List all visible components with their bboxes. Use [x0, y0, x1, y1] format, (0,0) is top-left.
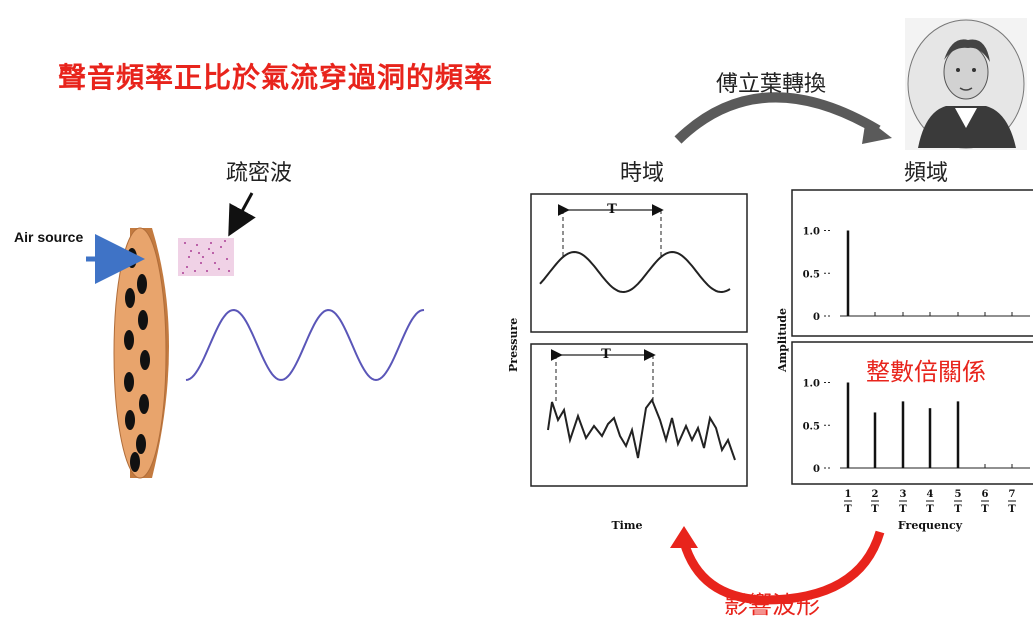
freq-tick-numerator: 3 — [900, 489, 907, 500]
integer-multiple-label: 整數倍關係 — [866, 358, 986, 386]
siren-disc — [113, 227, 169, 479]
freq-tick-numerator: 6 — [982, 489, 989, 500]
freq-box-top — [791, 189, 1033, 337]
time-waveform-pure — [539, 250, 731, 294]
freq-tick-denominator: T — [926, 504, 934, 515]
pressure-axis-label: Pressure — [507, 318, 520, 372]
y-tick-label: 0.5 — [803, 421, 820, 432]
freq-tick-numerator: 5 — [955, 489, 962, 500]
amplitude-axis-label: Amplitude — [776, 308, 789, 373]
sound-sine-wave — [185, 308, 425, 382]
period-label-bottom: T — [601, 347, 611, 362]
fourier-portrait — [905, 18, 1027, 150]
time-box-top — [530, 193, 748, 333]
pointer-arrow — [228, 192, 256, 237]
time-box-bottom — [530, 343, 748, 487]
y-tick-label: 1.0 — [803, 227, 820, 238]
time-waveform-complex — [547, 397, 736, 461]
frequency-axis-label: Frequency — [898, 519, 963, 532]
freq-tick-denominator: T — [844, 504, 852, 515]
freq-tick-denominator: T — [981, 504, 989, 515]
time-domain-label: 時域 — [620, 161, 665, 186]
freq-tick-denominator: T — [954, 504, 962, 515]
freq-tick-denominator: T — [1008, 504, 1016, 515]
page-title: 聲音頻率正比於氣流穿過洞的頻率 — [58, 61, 494, 94]
period-label-top: T — [607, 202, 617, 217]
freq-box-bottom — [791, 341, 1033, 485]
freq-tick-numerator: 4 — [927, 489, 934, 500]
y-tick-label: 0 — [813, 312, 820, 323]
frequency-domain-label: 頻域 — [904, 161, 949, 186]
y-tick-label: 0.5 — [803, 269, 820, 280]
y-tick-label: 1.0 — [803, 379, 820, 390]
y-ticks-top: 1.0 0.5 0 — [803, 227, 832, 323]
freq-tick-numerator: 2 — [872, 489, 879, 500]
affect-waveform-label: 影響波形 — [724, 591, 820, 619]
fourier-arrow — [674, 92, 881, 144]
affect-arrow — [679, 530, 885, 605]
frequency-ticks: 1T 2T 3T 4T 5T 6T 7T — [844, 489, 1016, 515]
air-source-label: Air source — [14, 229, 84, 245]
freq-tick-denominator: T — [871, 504, 879, 515]
spectrum-top — [840, 230, 1030, 317]
freq-tick-numerator: 1 — [845, 489, 852, 500]
compression-wave-graphic — [178, 238, 234, 276]
freq-tick-numerator: 7 — [1009, 489, 1016, 500]
compression-wave-label: 疏密波 — [226, 161, 293, 186]
time-axis-label: Time — [611, 519, 642, 532]
y-tick-label: 0 — [813, 464, 820, 475]
fourier-transform-label: 傅立葉轉換 — [716, 72, 827, 97]
spectrum-bottom — [840, 382, 1030, 469]
freq-tick-denominator: T — [899, 504, 907, 515]
y-ticks-bottom: 1.0 0.5 0 — [803, 379, 832, 475]
